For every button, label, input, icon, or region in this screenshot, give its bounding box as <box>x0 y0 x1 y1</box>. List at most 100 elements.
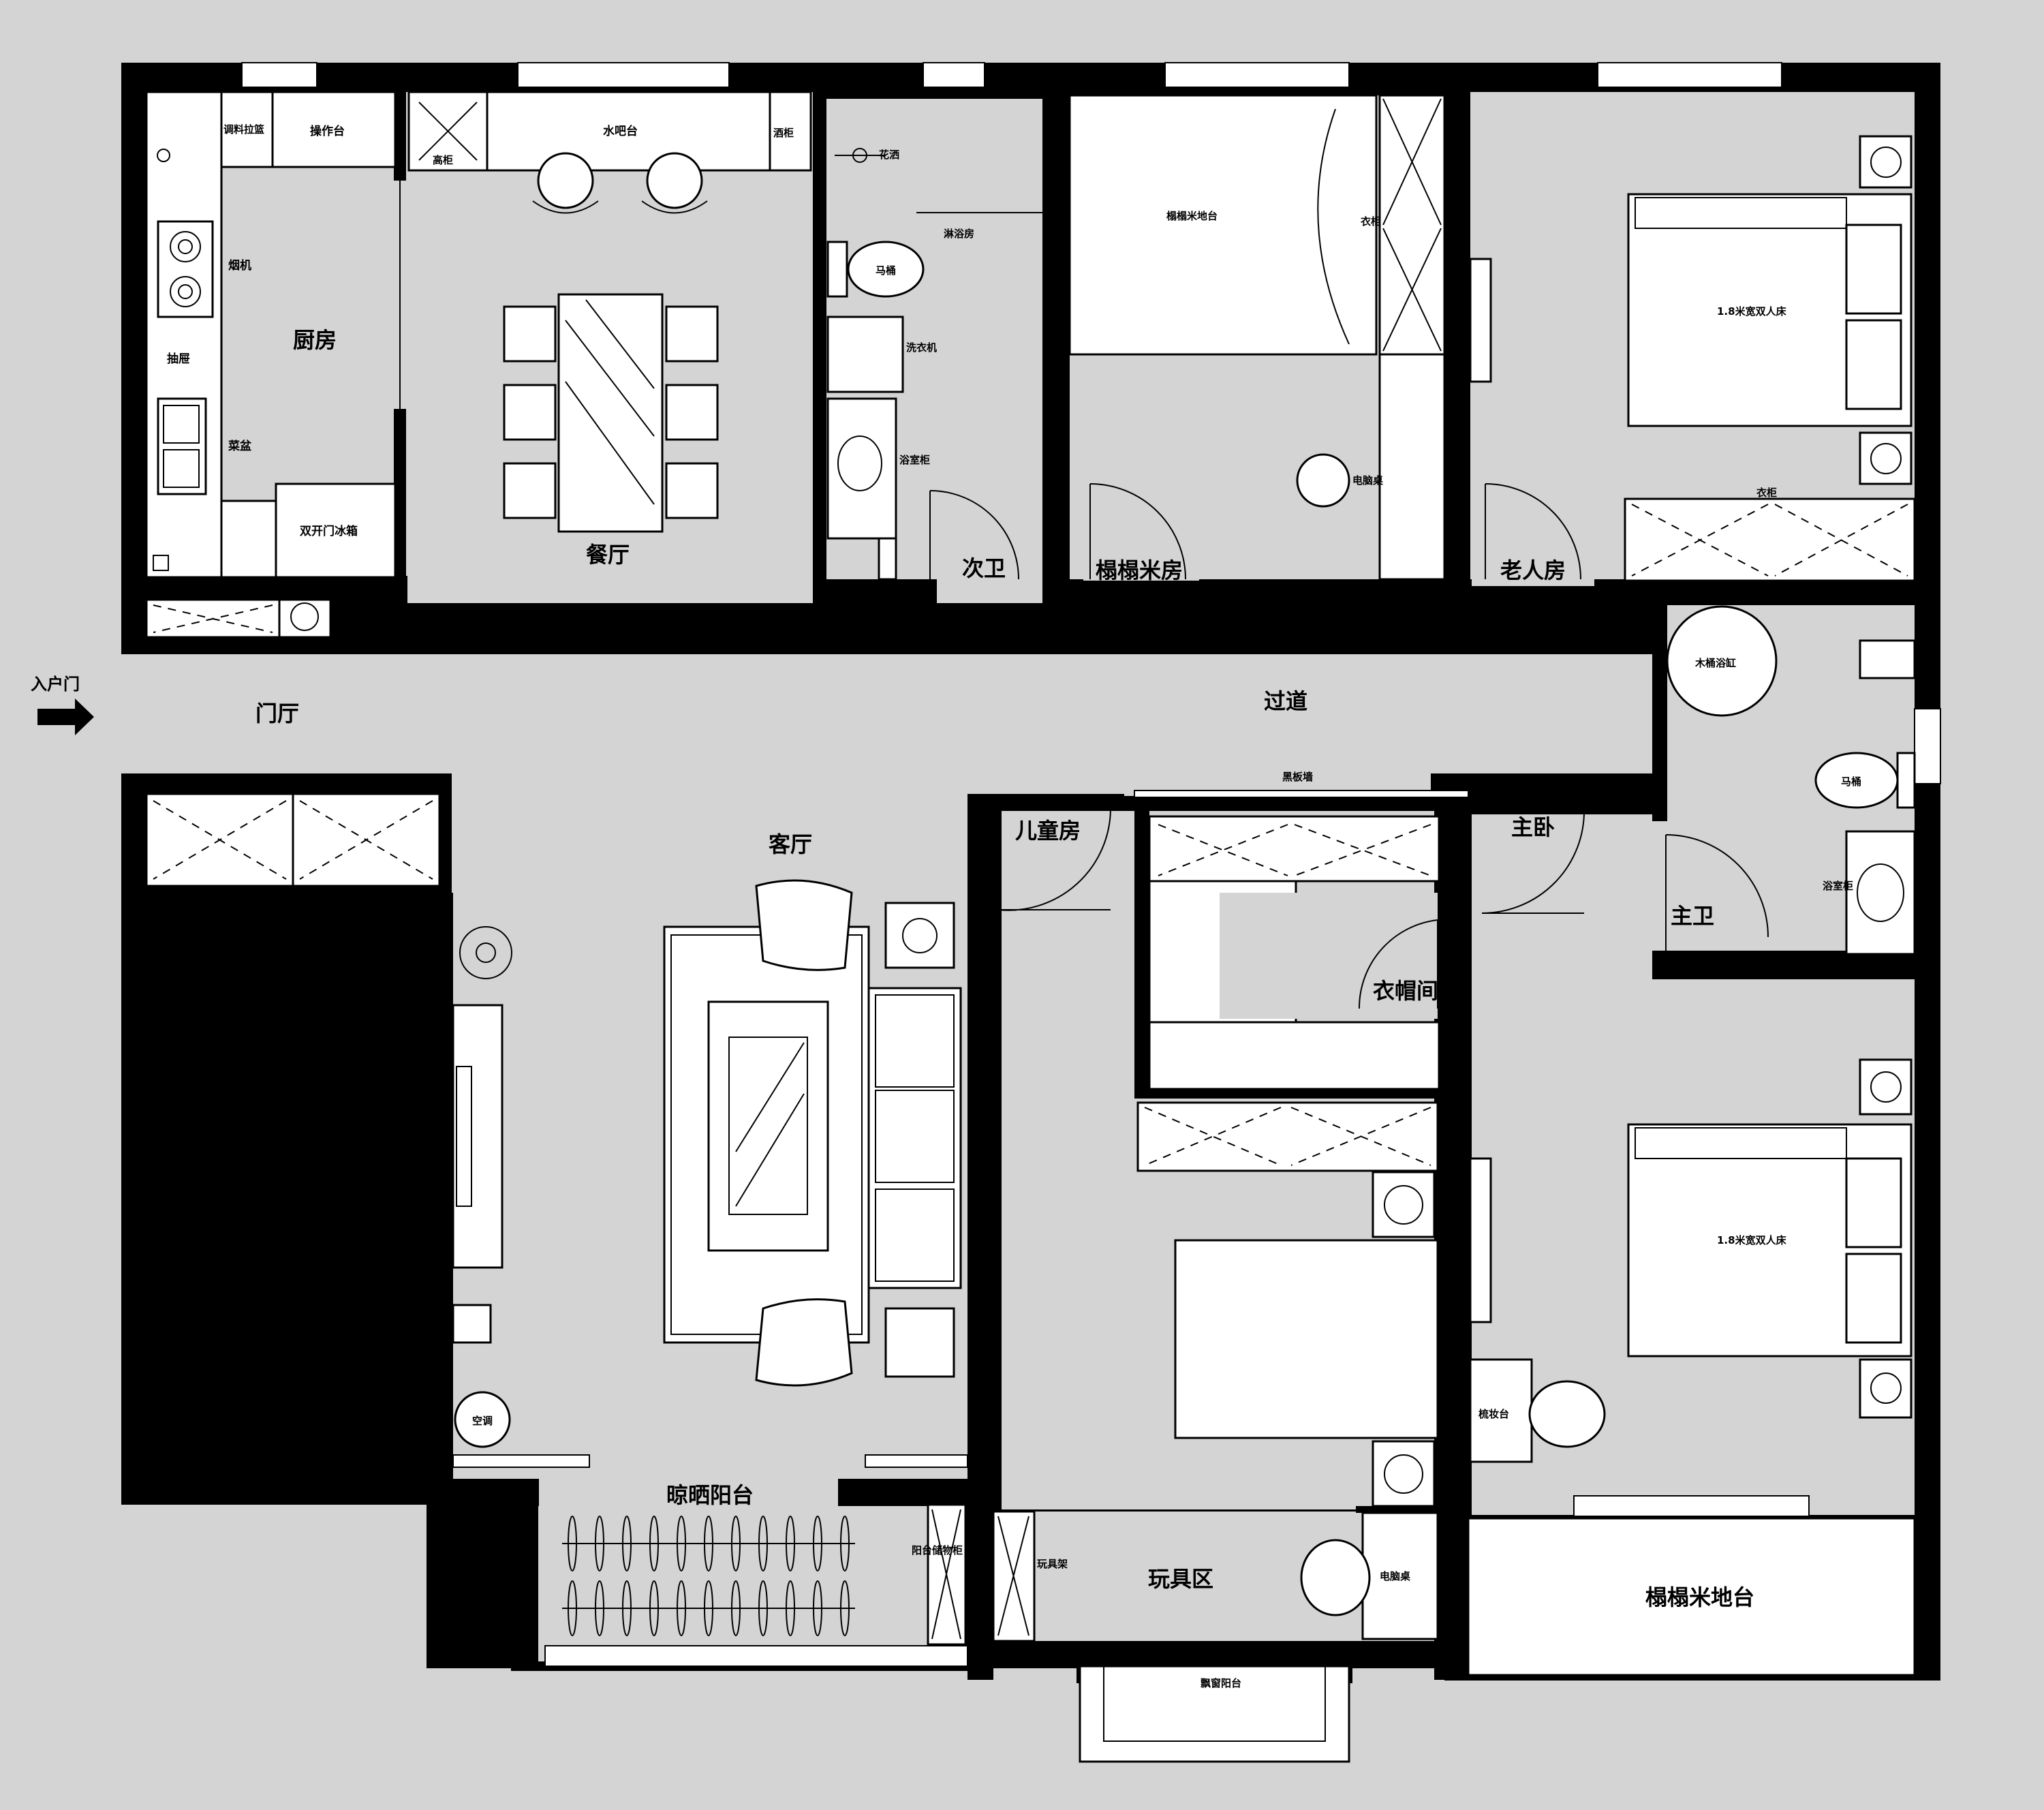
wall-kids-master <box>1434 794 1468 1680</box>
blackboard-wall <box>1134 790 1469 798</box>
label-full-mirror: 全身镜 <box>343 611 375 623</box>
tatami-platform <box>1068 94 1378 356</box>
wall-corridor-north-4 <box>1594 579 1940 605</box>
label-toy-rack: 玩具架 <box>1037 1558 1068 1570</box>
window-bath <box>923 62 985 88</box>
label-living: 客厅 <box>769 831 812 857</box>
bay-window-inner <box>1103 1666 1326 1742</box>
label-balcony-storage: 阳台储物柜 <box>912 1544 963 1556</box>
arrow-right-icon <box>37 699 94 735</box>
label-prep-counter: 操作台 <box>310 124 345 138</box>
label-toy-area: 玩具区 <box>1148 1566 1213 1592</box>
label-shower-head: 花洒 <box>879 149 899 161</box>
label-fridge: 双开门冰箱 <box>300 524 358 538</box>
kids-nightstand-1 <box>1372 1171 1436 1238</box>
label-tall-cabinet: 高柜 <box>433 154 453 166</box>
door-elder[interactable] <box>1485 483 1581 580</box>
label-tatami-room: 榻榻米房 <box>1096 557 1183 583</box>
spice-rack <box>220 91 274 168</box>
kids-bed <box>1174 1239 1439 1439</box>
label-drawers: 抽屉 <box>167 352 190 366</box>
label-toilet: 马桶 <box>876 264 896 277</box>
door-master-bath[interactable] <box>1665 834 1769 951</box>
master-door-slab <box>1469 1157 1492 1323</box>
armchair-north <box>755 879 853 971</box>
toy-desk <box>1361 1512 1439 1640</box>
elder-door-slab <box>1469 258 1492 383</box>
window-living-south-a <box>452 1454 590 1468</box>
label-water-bar: 水吧台 <box>603 124 638 138</box>
label-drying-balcony: 晾晒阳台 <box>666 1482 754 1508</box>
elder-nightstand-2 <box>1859 431 1913 485</box>
label-kids-room: 儿童房 <box>1015 818 1081 844</box>
wall-kids-north <box>967 794 1124 809</box>
window-balcony <box>544 1645 968 1667</box>
sofa <box>867 987 962 1289</box>
door-second-bath[interactable] <box>929 490 1019 580</box>
label-master-bath: 主卫 <box>1671 903 1714 929</box>
label-computer-desk-2: 电脑桌 <box>1380 1570 1411 1582</box>
label-computer-desk: 电脑桌 <box>1352 474 1384 487</box>
kitchen-drain-icon <box>153 555 169 571</box>
label-double-bed-south: 1.8米宽双人床 <box>1717 1234 1787 1246</box>
double-outlet <box>1859 639 1916 679</box>
wall-master-bath-south <box>1652 951 1940 979</box>
wall-corridor-north-2 <box>1042 579 1083 605</box>
label-shower-room: 淋浴房 <box>944 228 974 240</box>
wall-living-south-2 <box>838 1479 974 1506</box>
master-nightstand-2 <box>1859 1358 1913 1419</box>
tv-cabinet <box>452 1004 504 1269</box>
tatami-platform-master <box>1467 1517 1916 1676</box>
door-tatami[interactable] <box>1089 483 1186 580</box>
door-master[interactable] <box>1481 808 1585 914</box>
label-shoe-cabinet-south: 鞋柜 <box>203 773 223 785</box>
toy-chair <box>1300 1539 1371 1616</box>
label-foyer: 门厅 <box>256 701 299 726</box>
mirror-cabinet <box>278 598 332 639</box>
coffee-table <box>707 1000 829 1252</box>
label-vanity: 浴室柜 <box>899 454 930 466</box>
label-washer: 洗衣机 <box>906 341 937 354</box>
master-nightstand-1 <box>1859 1058 1913 1116</box>
label-wood-tub: 木桶浴缸 <box>1694 657 1736 669</box>
wall-kids-west <box>967 794 993 1680</box>
label-master-bedroom: 主卧 <box>1511 814 1555 840</box>
shower-head-icon <box>835 148 886 163</box>
wall-corridor-north <box>814 579 937 605</box>
label-elder-wardrobe: 衣柜 <box>1756 487 1777 499</box>
wall-corridor-north-3 <box>1199 579 1472 605</box>
wall-kitchen-dining <box>394 92 406 181</box>
label-coat-cabinet: 衣柜 <box>347 773 368 785</box>
fridge <box>275 482 397 579</box>
kitchen-counter-sw <box>220 500 277 579</box>
label-tatami-platform-small: 榻榻米地台 <box>1166 210 1218 222</box>
label-master-toilet: 马桶 <box>1841 776 1861 788</box>
window-living-south-b <box>865 1454 968 1468</box>
label-elder-room: 老人房 <box>1500 557 1566 583</box>
label-sink-basin: 菜盆 <box>228 439 252 453</box>
label-wine-cabinet: 酒柜 <box>773 127 794 139</box>
toilet-icon <box>847 241 925 298</box>
stove-icon <box>157 220 214 318</box>
door-kids[interactable] <box>997 808 1111 911</box>
label-double-bed-north: 1.8米宽双人床 <box>1717 305 1787 318</box>
office-chair <box>1296 453 1350 508</box>
label-spice-rack: 调料拉篮 <box>223 123 264 136</box>
kitchen-counter-west <box>145 91 223 579</box>
wood-tub <box>1666 605 1778 717</box>
sink-icon <box>157 397 207 495</box>
drying-balcony <box>538 1486 947 1661</box>
dresser <box>1469 1358 1533 1463</box>
window-dining <box>517 62 730 88</box>
plant-icon <box>459 926 512 979</box>
armchair-south <box>755 1298 853 1387</box>
bar-stool-1 <box>537 152 594 209</box>
wall-master-north <box>1468 794 1656 809</box>
label-tatami-platform: 榻榻米地台 <box>1645 1584 1754 1610</box>
elder-nightstand-1 <box>1859 135 1913 189</box>
wall-dining-bath <box>814 92 826 603</box>
label-dresser: 梳妆台 <box>1478 1408 1509 1420</box>
living-side-cabinet <box>452 1304 492 1344</box>
door-closet[interactable] <box>1358 919 1438 1009</box>
kitchen-outlet-icon <box>157 149 170 162</box>
